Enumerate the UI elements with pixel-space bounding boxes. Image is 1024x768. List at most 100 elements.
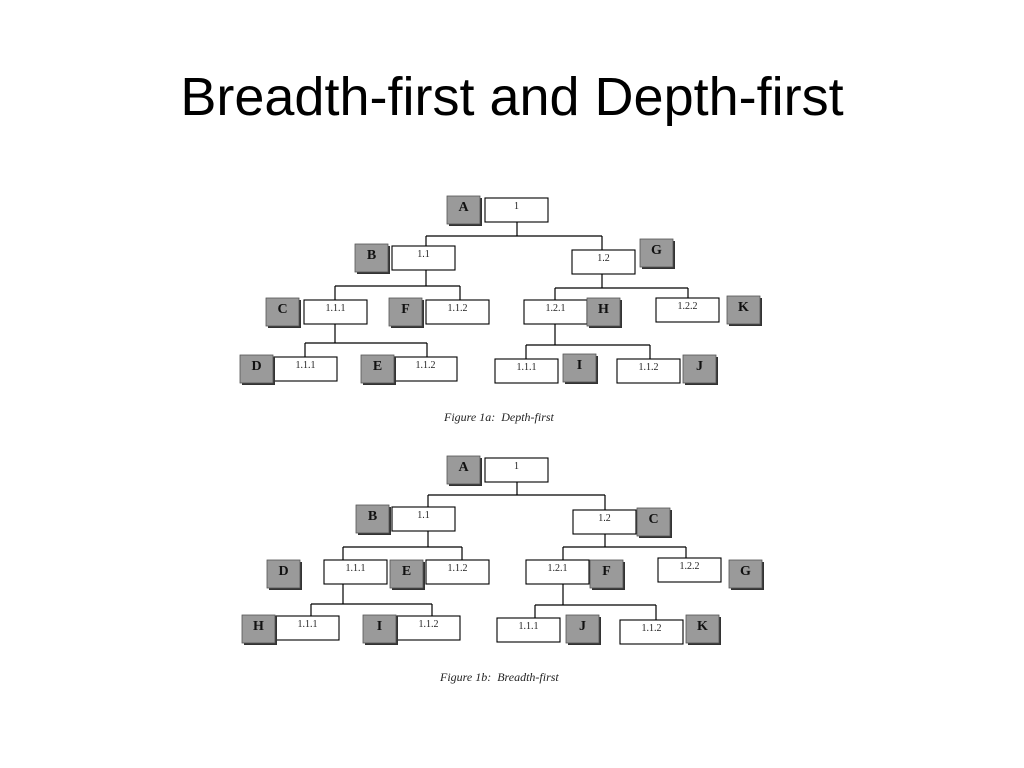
node-number-label: 1.1 [417, 510, 430, 521]
tree-node-j: 1.1.1 J [496, 614, 601, 645]
node-number-box [525, 559, 590, 585]
node-number-label: 1.1.2 [448, 303, 468, 314]
node-letter-box [586, 297, 621, 327]
tree-node-a: 1A [446, 195, 549, 226]
node-number-box [616, 358, 681, 384]
node-number-box [484, 197, 549, 223]
node-number-label: 1.1.1 [346, 563, 366, 574]
node-number-label: 1.2 [597, 253, 610, 264]
node-number-label: 1.1.2 [419, 619, 439, 630]
node-number-label: 1.1.2 [639, 362, 659, 373]
node-letter-box [389, 559, 424, 589]
node-letter-label: I [377, 619, 382, 634]
node-letter-box [265, 297, 300, 327]
node-letter-label: G [651, 243, 662, 258]
tree-node-a: 1A [446, 455, 549, 486]
node-letter-box [388, 297, 423, 327]
node-number-label: 1.1.1 [326, 303, 346, 314]
node-number-box [425, 559, 490, 585]
tree-node-f: 1.2.1 F [525, 559, 625, 590]
node-number-label: 1 [514, 461, 519, 472]
node-letter-label: D [278, 564, 288, 579]
node-letter-box [241, 614, 276, 644]
tree-node-k: 1.2.2 K [655, 295, 762, 326]
node-number-box [657, 557, 722, 583]
node-number-box [572, 509, 637, 535]
node-letter-label: I [577, 358, 582, 373]
node-number-label: 1.1.1 [298, 619, 318, 630]
node-letter-label: F [401, 302, 410, 317]
node-letter-label: C [277, 302, 287, 317]
node-number-box [323, 559, 388, 585]
tree-node-c: 1.2 C [572, 507, 672, 538]
node-letter-box [266, 559, 301, 589]
node-letter-box [685, 614, 720, 644]
node-number-box [303, 299, 368, 325]
node-letter-label: H [253, 619, 264, 634]
node-letter-label: F [602, 564, 611, 579]
tree-node-j: 1.1.2 J [616, 354, 718, 385]
node-letter-box [726, 295, 761, 325]
node-letter-box [239, 354, 274, 384]
tree-node-b: 1.1B [354, 243, 456, 274]
tree-node-d: 1.1.1 D [266, 559, 388, 590]
node-letter-label: C [648, 512, 658, 527]
node-number-label: 1 [514, 201, 519, 212]
node-number-label: 1.1.1 [519, 621, 539, 632]
node-letter-label: J [696, 359, 703, 374]
node-number-label: 1.2 [598, 513, 611, 524]
node-letter-label: G [740, 564, 751, 579]
node-number-label: 1.1 [417, 249, 430, 260]
node-number-box [484, 457, 549, 483]
node-letter-label: H [598, 302, 609, 317]
node-number-box [273, 356, 338, 382]
node-letter-box [446, 455, 481, 485]
node-letter-label: J [579, 619, 586, 634]
tree-node-e: 1.1.2 E [389, 559, 490, 590]
node-number-box [494, 358, 559, 384]
node-letter-label: E [402, 564, 411, 579]
tree-node-e: 1.1.2E [360, 354, 458, 385]
node-number-label: 1.2.2 [680, 561, 700, 572]
node-letter-box [355, 504, 390, 534]
node-letter-label: K [738, 300, 749, 315]
node-number-label: 1.2.1 [546, 303, 566, 314]
node-number-box [496, 617, 561, 643]
node-letter-box [362, 614, 397, 644]
tree-node-c: 1.1.1 C [265, 297, 368, 328]
node-letter-label: D [251, 359, 261, 374]
node-letter-box [639, 238, 674, 268]
node-letter-box [636, 507, 671, 537]
node-letter-box [354, 243, 389, 273]
tree-node-i: 1.1.2 I [362, 614, 461, 645]
node-letter-box [360, 354, 395, 384]
node-letter-label: K [697, 619, 708, 634]
node-number-box [571, 249, 636, 275]
tree-node-b: 1.1B [355, 504, 456, 535]
node-letter-label: A [458, 200, 469, 215]
node-number-box [391, 245, 456, 271]
node-number-box [655, 297, 720, 323]
node-letter-box [682, 354, 717, 384]
slide-title: Breadth-first and Depth-first [180, 67, 844, 127]
node-number-box [619, 619, 684, 645]
node-letter-box [562, 353, 597, 383]
node-number-label: 1.2.1 [548, 563, 568, 574]
node-number-box [425, 299, 490, 325]
node-number-box [391, 506, 456, 532]
node-number-label: 1.1.2 [416, 360, 436, 371]
node-number-label: 1.2.2 [678, 301, 698, 312]
tree-node-h: 1.1.1 H [241, 614, 340, 645]
node-letter-box [565, 614, 600, 644]
node-number-label: 1.1.2 [448, 563, 468, 574]
node-number-box [523, 299, 588, 325]
node-letter-label: A [458, 460, 469, 475]
figure-caption-breadth-first: Figure 1b: Breadth-first [440, 670, 559, 684]
figure-caption-depth-first: Figure 1a: Depth-first [444, 410, 554, 424]
node-letter-box [589, 559, 624, 589]
node-letter-box [728, 559, 763, 589]
